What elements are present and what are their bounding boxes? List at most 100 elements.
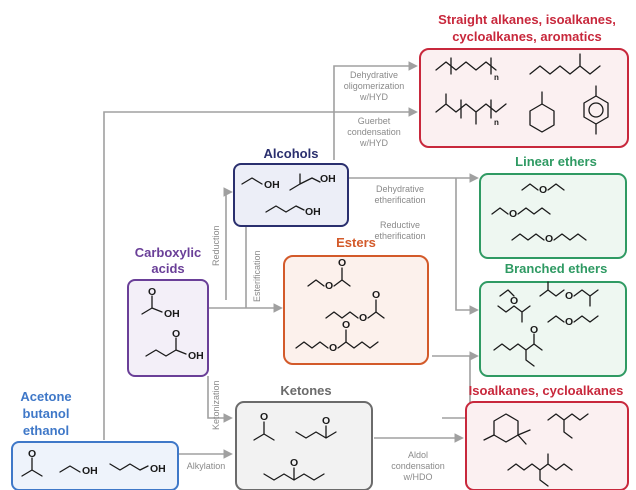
rxn-guerbet-3: w/HYD bbox=[359, 138, 389, 148]
ether-o-1: O bbox=[539, 184, 547, 196]
butanol-structure bbox=[265, 205, 305, 213]
iso-alkane-2 bbox=[507, 453, 573, 487]
esters-group: Esters O O O O O O bbox=[283, 235, 429, 365]
arrow-reduction bbox=[223, 187, 233, 300]
isoalkane-structure bbox=[529, 53, 601, 75]
rxn-dehydrative-ether-1: Dehydrative bbox=[376, 184, 424, 194]
branched-o-1: O bbox=[510, 295, 518, 307]
aromatic-ring bbox=[588, 102, 604, 118]
acetone-structure bbox=[21, 457, 43, 477]
abe-ethanol-oh: OH bbox=[82, 465, 98, 477]
title-alcohols: Alcohols bbox=[264, 146, 319, 161]
straight-alkanes-group: Straight alkanes, isoalkanes, cycloalkan… bbox=[419, 12, 629, 148]
rxn-aldol-3: w/HDO bbox=[403, 472, 433, 482]
branched-ether-1 bbox=[497, 289, 531, 323]
carboxylic-acids-group: Carboxylic acids O OH O OH bbox=[127, 245, 209, 377]
title-abe-1: Acetone bbox=[20, 389, 71, 404]
ketone-o-3: O bbox=[290, 457, 298, 469]
diethyl-ether-structure bbox=[521, 183, 565, 191]
abe-butanol-structure bbox=[109, 463, 149, 471]
repeat-n-1: n bbox=[494, 73, 499, 82]
butanol-oh: OH bbox=[305, 206, 321, 218]
carboxylic-acids-box bbox=[127, 279, 209, 377]
dipropyl-ketone-structure bbox=[263, 467, 325, 481]
rxn-alkylation: Alkylation bbox=[187, 461, 226, 471]
title-esters: Esters bbox=[336, 235, 376, 250]
arrow-alcohols-to-alkanes bbox=[333, 107, 418, 160]
branched-ether-2 bbox=[539, 281, 599, 307]
rxn-reductive-ether-2: etherification bbox=[374, 231, 425, 241]
ester-o-4: O bbox=[372, 289, 380, 301]
trimethylcyclohexane-methyls bbox=[483, 429, 531, 445]
rxn-dehydrative-oligo-1: Dehydrative bbox=[350, 70, 398, 80]
title-straight-alkanes-2: cycloalkanes, aromatics bbox=[452, 29, 602, 44]
ester-o-1: O bbox=[325, 280, 333, 292]
rxn-dehydrative-oligo-2: oligomerization bbox=[344, 81, 405, 91]
butyl-butyrate-structure bbox=[295, 329, 379, 349]
rxn-dehydrative-oligo-3: w/HYD bbox=[359, 92, 389, 102]
title-carboxylic-2: acids bbox=[151, 261, 184, 276]
ether-o-2: O bbox=[509, 208, 517, 220]
ethanol-oh: OH bbox=[264, 179, 280, 191]
branched-o-2: O bbox=[565, 290, 573, 302]
arrow-alcohols-to-branched-ethers bbox=[455, 178, 479, 315]
abe-ethanol-structure bbox=[59, 465, 81, 473]
isobutanol-oh: OH bbox=[320, 173, 336, 185]
branched-alkane-structure bbox=[435, 93, 507, 125]
ketones-group: Ketones O O O bbox=[235, 383, 373, 490]
rxn-ketonization: Ketonization bbox=[211, 380, 221, 430]
ester-o-3: O bbox=[359, 312, 367, 324]
iso-alkane-1 bbox=[547, 413, 589, 439]
acetone-o: O bbox=[28, 448, 36, 460]
linear-ethers-group: Linear ethers O O O bbox=[479, 154, 627, 259]
ketone-o-2: O bbox=[322, 415, 330, 427]
reaction-labels: Dehydrative oligomerization w/HYD Guerbe… bbox=[187, 70, 445, 482]
title-abe-3: ethanol bbox=[23, 423, 69, 438]
ethyl-butyl-ether-structure bbox=[491, 207, 551, 215]
ethanol-structure bbox=[241, 177, 263, 185]
rxn-reduction: Reduction bbox=[211, 225, 221, 266]
title-branched-ethers: Branched ethers bbox=[505, 261, 608, 276]
title-straight-alkanes-1: Straight alkanes, isoalkanes, bbox=[438, 12, 616, 27]
rxn-guerbet-2: condensation bbox=[347, 127, 401, 137]
abe-group: Acetone butanol ethanol O OH OH bbox=[11, 389, 179, 490]
isobutanol-structure bbox=[289, 173, 321, 191]
acetic-oh: OH bbox=[164, 308, 180, 320]
cyclohexane-structure bbox=[529, 103, 555, 133]
esters-box bbox=[283, 255, 429, 365]
abe-butanol-oh: OH bbox=[150, 463, 166, 475]
isoalkanes-group: Isoalkanes, cycloalkanes bbox=[465, 383, 629, 490]
abe-box bbox=[11, 441, 179, 490]
ketone-o-1: O bbox=[260, 411, 268, 423]
acetone-ketone-structure bbox=[253, 421, 275, 441]
butyric-o: O bbox=[172, 328, 180, 340]
rxn-guerbet-1: Guerbet bbox=[358, 116, 391, 126]
rxn-aldol-2: condensation bbox=[391, 461, 445, 471]
alcohols-group: Alcohols OH OH OH bbox=[233, 146, 349, 227]
methyl-propyl-ketone-structure bbox=[295, 425, 337, 439]
ester-o-6: O bbox=[342, 319, 350, 331]
ester-o-5: O bbox=[329, 342, 337, 354]
branched-ethers-group: Branched ethers O O O O bbox=[479, 261, 627, 377]
branched-o-4: O bbox=[565, 316, 573, 328]
dibutyl-ether-structure bbox=[511, 233, 587, 241]
branched-o-3: O bbox=[530, 324, 538, 336]
isoalkanes-box bbox=[465, 401, 629, 490]
title-ketones: Ketones bbox=[280, 383, 331, 398]
ester-o-2: O bbox=[338, 257, 346, 269]
repeat-n-2: n bbox=[494, 118, 499, 127]
trimethylcyclohexane-structure bbox=[493, 413, 519, 443]
acetic-acid-structure bbox=[141, 295, 163, 315]
branched-ether-3 bbox=[493, 333, 543, 367]
butyric-oh: OH bbox=[188, 350, 204, 362]
ether-o-3: O bbox=[545, 233, 553, 245]
straight-alkanes-box bbox=[419, 48, 629, 148]
rxn-aldol-1: Aldol bbox=[408, 450, 428, 460]
rxn-dehydrative-ether-2: etherification bbox=[374, 195, 425, 205]
reaction-arrows bbox=[103, 61, 479, 459]
branched-ether-4 bbox=[547, 315, 599, 323]
acetic-o: O bbox=[148, 286, 156, 298]
title-abe-2: butanol bbox=[23, 406, 70, 421]
title-linear-ethers: Linear ethers bbox=[515, 154, 597, 169]
